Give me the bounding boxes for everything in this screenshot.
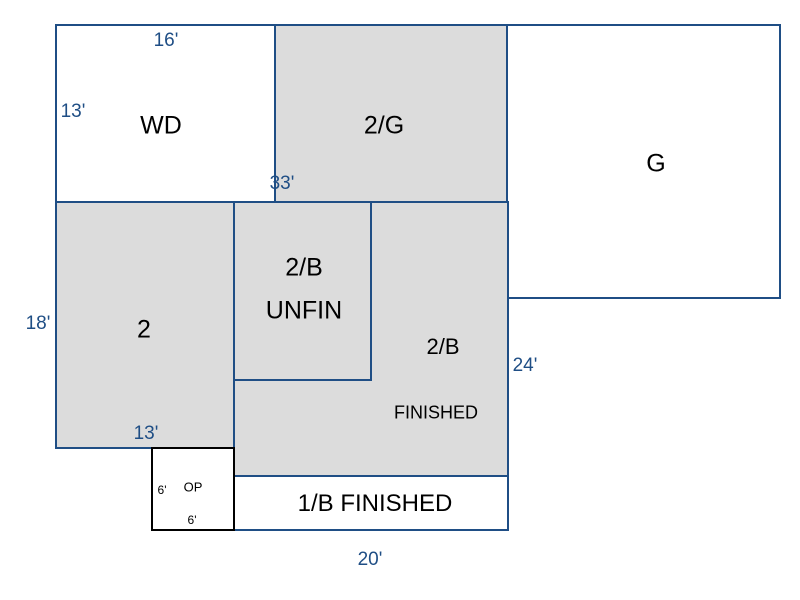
label-1-b-finished: 1/B FINISHED [297,490,453,517]
dim-left-13: 13' [60,101,86,122]
room-wd [55,24,277,204]
label-g: G [646,149,666,178]
room-g [506,24,781,299]
dim-op-side: 6' [157,483,167,497]
label-2: 2 [137,315,151,344]
label-2-b-unfin-line2: UNFIN [265,296,343,325]
label-2-g: 2/G [363,111,405,140]
dim-bottom-20: 20' [357,549,383,570]
room-2 [55,201,236,449]
label-2-b-finished-line2: FINISHED [393,402,479,423]
dim-op-bottom: 6' [187,513,197,527]
dim-top-16: 16' [153,30,179,51]
dim-right-24: 24' [512,355,538,376]
room-2-g [274,24,509,204]
room-2-b-unfin [233,201,372,381]
label-2-b-finished-line1: 2/B [426,334,460,359]
dim-mid-33: 33' [269,173,295,194]
room-1-b-finished [233,475,509,531]
dim-left-18: 18' [25,313,51,334]
label-wd: WD [140,111,182,140]
label-op: OP [183,479,203,495]
label-2-b-unfin-line1: 2/B [285,253,323,282]
room-op [151,447,235,531]
dim-bottom-13: 13' [133,423,159,444]
